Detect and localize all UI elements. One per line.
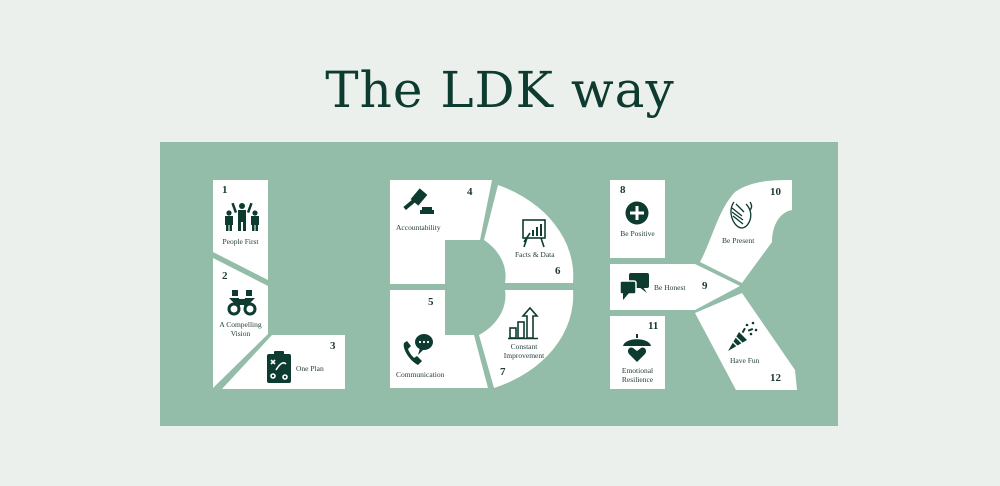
segment-2-tile xyxy=(213,258,268,388)
segment-10-tile xyxy=(700,180,792,283)
segment-1-label: People First xyxy=(222,237,259,246)
segment-1-number: 1 xyxy=(222,184,228,196)
segment-9-number: 9 xyxy=(702,280,708,292)
segment-7-number: 7 xyxy=(500,366,506,378)
segment-12-label: Have Fun xyxy=(730,356,760,365)
segment-8-number: 8 xyxy=(620,184,626,196)
plus-circle-icon xyxy=(625,201,649,225)
segment-10-number: 10 xyxy=(770,186,781,198)
segment-2-label-line-1: A Compelling xyxy=(219,320,262,329)
page-title: The LDK way xyxy=(325,61,675,119)
segment-5-number: 5 xyxy=(428,296,434,308)
segment-4-tile xyxy=(390,180,492,284)
segment-8-label: Be Positive xyxy=(620,229,655,238)
segment-4-label: Accountability xyxy=(396,223,441,232)
segment-3-label: One Plan xyxy=(296,364,324,373)
segment-6-label: Facts & Data xyxy=(515,250,555,259)
segment-12-tile xyxy=(695,293,797,390)
segment-10-label: Be Present xyxy=(722,236,755,245)
segment-2-label: A Compelling Vision xyxy=(213,320,268,338)
segment-2-label-line-2: Vision xyxy=(230,329,251,338)
umbrella-heart-icon xyxy=(623,334,651,362)
segment-7-label-line-2: Improvement xyxy=(503,351,545,360)
gavel-icon xyxy=(403,188,434,214)
segment-4-number: 4 xyxy=(467,186,473,198)
presentation-chart-icon xyxy=(522,219,546,248)
segment-12-number: 12 xyxy=(770,372,781,384)
segment-5-tile xyxy=(390,290,488,388)
binoculars-icon xyxy=(227,290,257,316)
segment-7-label-line-1: Constant xyxy=(510,342,538,351)
segment-2-number: 2 xyxy=(222,270,228,282)
segment-3-number: 3 xyxy=(330,340,336,352)
segment-5-label: Communication xyxy=(396,370,445,379)
growth-arrow-icon xyxy=(508,306,539,340)
strategy-clipboard-icon xyxy=(267,351,291,383)
segment-11-label-line-2: Resilience xyxy=(621,375,654,384)
segment-7-label: Constant Improvement xyxy=(500,342,548,360)
speech-bubbles-icon xyxy=(619,273,649,300)
segment-11-label: Emotional Resilience xyxy=(610,366,665,384)
people-cheering-icon xyxy=(225,202,259,231)
segment-11-label-line-1: Emotional xyxy=(621,366,654,375)
party-popper-icon xyxy=(728,321,758,351)
phone-chat-icon xyxy=(403,334,433,365)
segment-11-number: 11 xyxy=(648,320,659,332)
segment-9-label: Be Honest xyxy=(654,283,686,292)
hands-icon xyxy=(730,201,753,229)
segment-6-number: 6 xyxy=(555,265,561,277)
